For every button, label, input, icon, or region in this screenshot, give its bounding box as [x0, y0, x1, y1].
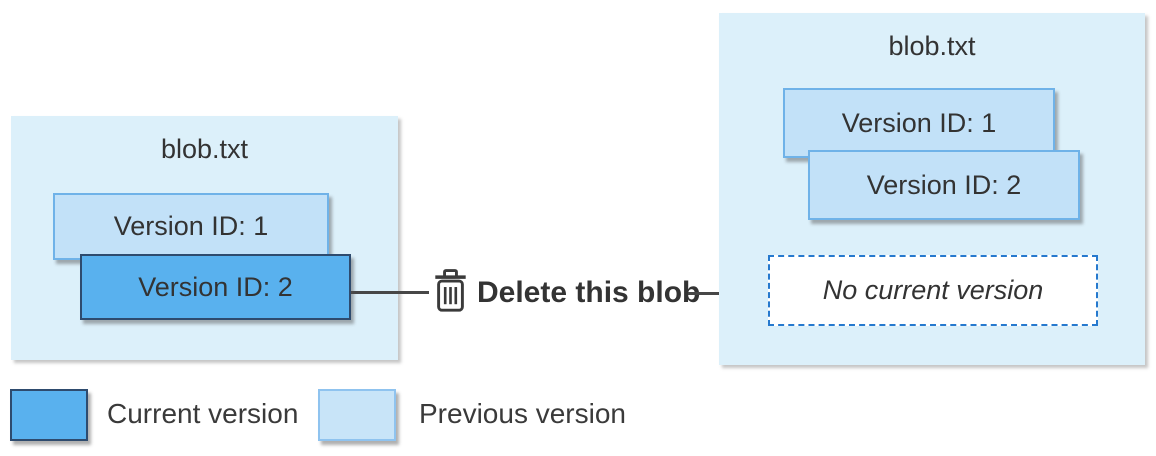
- legend-label-previous: Previous version: [419, 398, 626, 429]
- version-label: Version ID: 1: [113, 211, 269, 241]
- legend-label-current: Current version: [107, 398, 299, 429]
- version-label: Version ID: 1: [841, 107, 997, 138]
- version-label: Version ID: 2: [866, 169, 1022, 200]
- version-box-current: Version ID: 2: [80, 254, 351, 320]
- connector-line: [351, 291, 429, 294]
- version-box-1: Version ID: 1: [783, 88, 1055, 158]
- legend-swatch-previous: [318, 389, 396, 441]
- legend-swatch-current: [10, 389, 88, 441]
- delete-action-label: Delete this blob: [477, 276, 701, 309]
- version-label: Version ID: 2: [138, 271, 293, 302]
- blob-card-after: blob.txt Version ID: 1 Version ID: 2 No …: [719, 13, 1145, 365]
- no-current-version-label: No current version: [822, 275, 1044, 305]
- blob-title-before: blob.txt: [160, 134, 249, 164]
- version-box-previous: Version ID: 1: [53, 193, 329, 260]
- blob-title-after: blob.txt: [888, 31, 976, 61]
- blob-card-before: blob.txt Version ID: 1 Version ID: 2: [11, 116, 398, 360]
- trash-icon: [435, 269, 466, 312]
- no-current-version-box: No current version: [768, 255, 1098, 326]
- version-box-2: Version ID: 2: [808, 150, 1080, 220]
